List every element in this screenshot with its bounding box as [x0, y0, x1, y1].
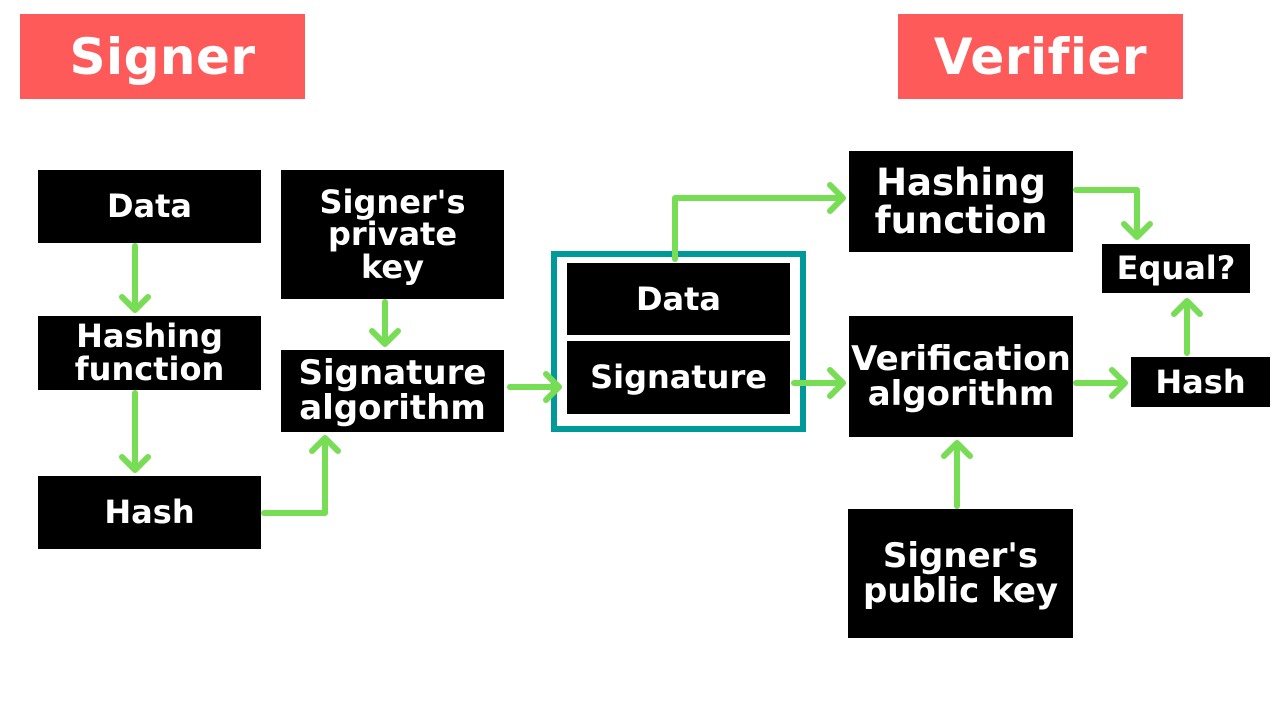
- verifier-hash-box: Hash: [1131, 357, 1270, 407]
- verifier-header: Verifier: [898, 14, 1183, 99]
- signer-header: Signer: [20, 14, 305, 99]
- signer-data-box: Data: [38, 170, 261, 243]
- signer-hashing-function-box: Hashing function: [38, 316, 261, 390]
- arrow-hashing-to-hash: [119, 390, 151, 473]
- signature-algorithm-box: Signature algorithm: [281, 350, 504, 432]
- verification-algorithm-box: Verification algorithm: [849, 316, 1073, 437]
- signer-hash-box: Hash: [38, 476, 261, 549]
- arrow-verifier-hashing-to-equal: [1073, 187, 1153, 240]
- signer-private-key-box: Signer's private key: [281, 170, 504, 299]
- arrow-hash-to-signature-algorithm: [261, 435, 341, 516]
- package-data-box: Data: [567, 263, 790, 335]
- arrow-private-key-to-signature-algorithm: [369, 299, 401, 347]
- verifier-hashing-function-box: Hashing function: [849, 151, 1073, 252]
- arrow-verification-to-hash: [1073, 367, 1128, 399]
- arrow-data-to-verifier-hashing: [672, 182, 846, 262]
- signer-public-key-box: Signer's public key: [848, 509, 1073, 638]
- arrow-hash-to-equal: [1171, 298, 1203, 356]
- equal-box: Equal?: [1102, 244, 1250, 293]
- package-signature-box: Signature: [567, 341, 790, 414]
- arrow-data-to-hashing: [119, 243, 151, 313]
- arrow-public-key-to-verification: [941, 440, 973, 509]
